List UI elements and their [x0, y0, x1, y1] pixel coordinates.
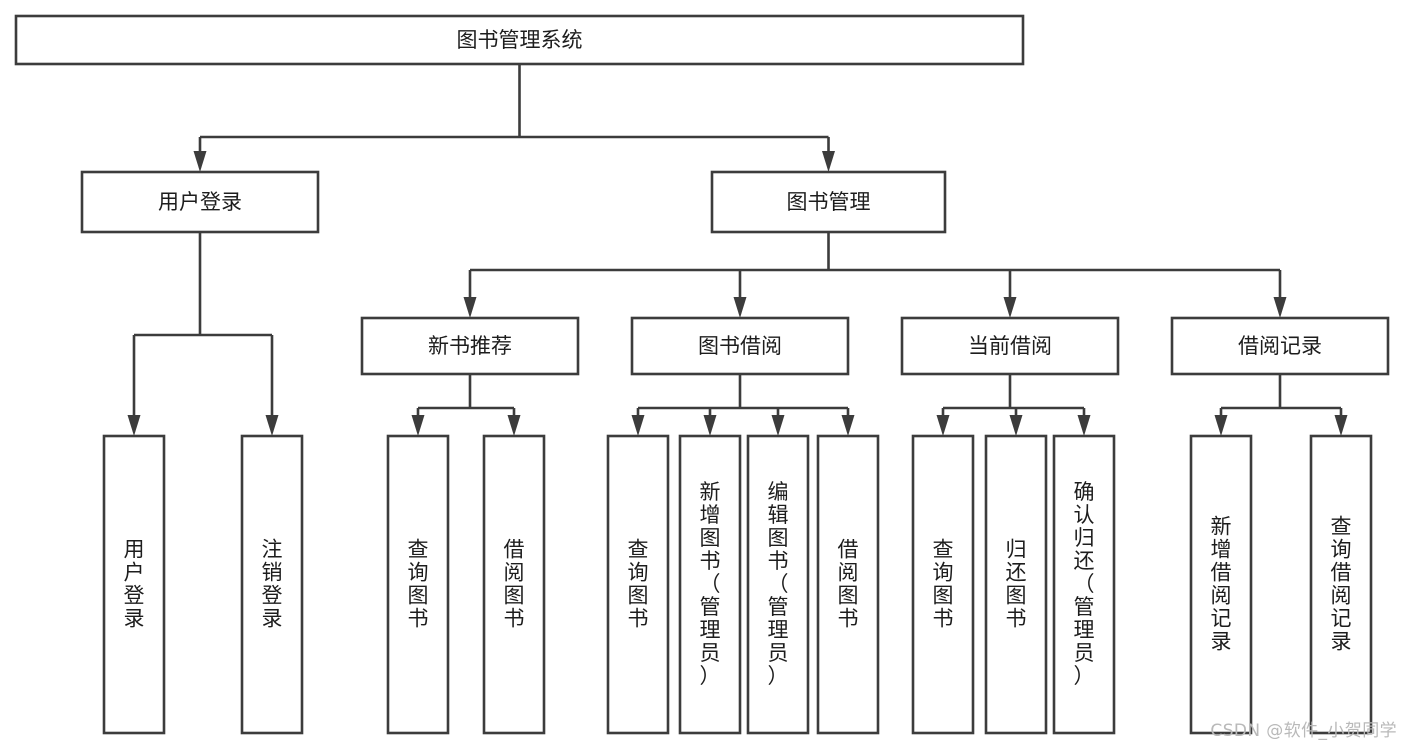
node-box-leaf-query-book-borrow — [606, 434, 670, 735]
arrow-head-icon-leaf-return-book — [1009, 415, 1023, 436]
node-user-login[interactable]: 用户登录 — [80, 170, 320, 234]
arrow-head-icon-new-book-recommend — [463, 297, 477, 318]
node-label-borrow-records: 借阅记录 — [1238, 334, 1322, 358]
node-leaf-query-borrow-record[interactable]: 查询借阅记录 — [1309, 434, 1373, 735]
node-leaf-add-book-admin[interactable]: 新增图书（管理员） — [678, 434, 742, 735]
arrow-head-icon-book-management — [822, 151, 835, 172]
node-label-current-borrow: 当前借阅 — [968, 334, 1052, 358]
node-box-leaf-return-book — [984, 434, 1048, 735]
arrow-head-icon-user-login — [193, 151, 207, 172]
arrow-head-icon-leaf-add-book-admin — [703, 415, 717, 436]
arrow-head-icon-current-borrow — [1003, 297, 1017, 318]
node-leaf-confirm-return-admin[interactable]: 确认归还（管理员） — [1052, 434, 1116, 735]
node-label-new-book-recommend: 新书推荐 — [428, 334, 512, 358]
node-box-leaf-user-login — [102, 434, 166, 735]
node-label-leaf-query-book-current: 查询图书 — [933, 537, 954, 630]
node-label-book-management: 图书管理 — [787, 190, 871, 214]
node-new-book-recommend[interactable]: 新书推荐 — [360, 316, 580, 376]
arrow-head-icon-borrow-records — [1273, 297, 1287, 318]
node-current-borrow[interactable]: 当前借阅 — [900, 316, 1120, 376]
node-label-leaf-user-login: 用户登录 — [124, 537, 145, 630]
node-label-leaf-borrow-book: 借阅图书 — [838, 537, 859, 630]
node-box-book-borrow — [630, 316, 850, 376]
node-book-borrow[interactable]: 图书借阅 — [630, 316, 850, 376]
node-leaf-return-book[interactable]: 归还图书 — [984, 434, 1048, 735]
arrow-head-icon-leaf-borrow-book-rec — [507, 415, 521, 436]
node-label-user-login: 用户登录 — [158, 190, 242, 214]
node-label-leaf-query-book-borrow: 查询图书 — [628, 537, 649, 630]
node-box-new-book-recommend — [360, 316, 580, 376]
node-leaf-logout[interactable]: 注销登录 — [240, 434, 304, 735]
node-box-leaf-query-book-current — [911, 434, 975, 735]
node-box-leaf-add-borrow-record — [1189, 434, 1253, 735]
node-label-leaf-query-book-rec: 查询图书 — [408, 537, 429, 630]
arrow-head-icon-leaf-borrow-book — [841, 415, 855, 436]
node-label-leaf-add-book-admin: 新增图书（管理员） — [700, 480, 721, 688]
arrow-head-icon-leaf-query-book-borrow — [631, 415, 645, 436]
node-label-leaf-logout: 注销登录 — [262, 537, 283, 630]
node-box-leaf-add-book-admin — [678, 434, 742, 735]
node-leaf-query-book-rec[interactable]: 查询图书 — [386, 434, 450, 735]
node-label-leaf-query-borrow-record: 查询借阅记录 — [1331, 514, 1352, 653]
node-box-leaf-logout — [240, 434, 304, 735]
node-label-leaf-edit-book-admin: 编辑图书（管理员） — [768, 480, 789, 688]
arrow-head-icon-leaf-confirm-return-admin — [1077, 415, 1091, 436]
arrow-head-icon-leaf-user-login — [127, 415, 141, 436]
node-leaf-user-login[interactable]: 用户登录 — [102, 434, 166, 735]
node-box-leaf-confirm-return-admin — [1052, 434, 1116, 735]
node-box-borrow-records — [1170, 316, 1390, 376]
node-leaf-query-book-borrow[interactable]: 查询图书 — [606, 434, 670, 735]
arrow-head-icon-leaf-logout — [265, 415, 279, 436]
node-box-leaf-borrow-book-rec — [482, 434, 546, 735]
node-leaf-edit-book-admin[interactable]: 编辑图书（管理员） — [746, 434, 810, 735]
node-root[interactable]: 图书管理系统 — [14, 14, 1025, 66]
node-label-leaf-add-borrow-record: 新增借阅记录 — [1211, 514, 1232, 653]
csdn-watermark: CSDN @软件_小贺同学 — [1210, 721, 1397, 741]
node-box-leaf-borrow-book — [816, 434, 880, 735]
node-leaf-add-borrow-record[interactable]: 新增借阅记录 — [1189, 434, 1253, 735]
arrow-head-icon-leaf-query-book-rec — [411, 415, 425, 436]
node-leaf-borrow-book[interactable]: 借阅图书 — [816, 434, 880, 735]
arrow-head-icon-leaf-add-borrow-record — [1214, 415, 1228, 436]
node-box-book-management — [710, 170, 947, 234]
arrow-head-icon-leaf-query-book-current — [936, 415, 950, 436]
node-box-current-borrow — [900, 316, 1120, 376]
arrow-head-icon-book-borrow — [733, 297, 747, 318]
node-box-leaf-query-book-rec — [386, 434, 450, 735]
node-leaf-query-book-current[interactable]: 查询图书 — [911, 434, 975, 735]
node-label-leaf-confirm-return-admin: 确认归还（管理员） — [1074, 480, 1095, 688]
node-book-management[interactable]: 图书管理 — [710, 170, 947, 234]
connector-layer — [127, 64, 1348, 436]
node-box-leaf-query-borrow-record — [1309, 434, 1373, 735]
node-label-leaf-borrow-book-rec: 借阅图书 — [504, 537, 525, 630]
arrow-head-icon-leaf-query-borrow-record — [1334, 415, 1348, 436]
node-label-root: 图书管理系统 — [457, 28, 583, 52]
node-box-user-login — [80, 170, 320, 234]
node-label-book-borrow: 图书借阅 — [698, 334, 782, 358]
node-leaf-borrow-book-rec[interactable]: 借阅图书 — [482, 434, 546, 735]
node-layer: 图书管理系统用户登录图书管理新书推荐图书借阅当前借阅借阅记录用户登录注销登录查询… — [14, 14, 1390, 735]
node-borrow-records[interactable]: 借阅记录 — [1170, 316, 1390, 376]
node-box-leaf-edit-book-admin — [746, 434, 810, 735]
arrow-head-icon-leaf-edit-book-admin — [771, 415, 785, 436]
node-box-root — [14, 14, 1025, 66]
node-label-leaf-return-book: 归还图书 — [1006, 537, 1027, 630]
